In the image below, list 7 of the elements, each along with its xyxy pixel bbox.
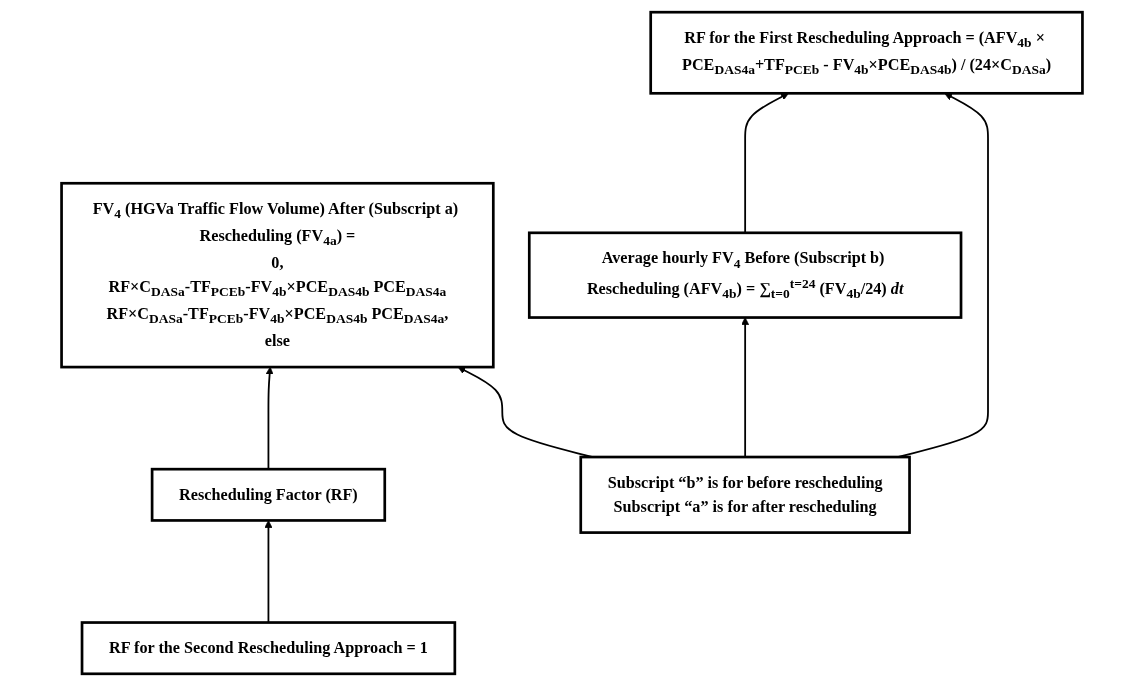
node-box: Rescheduling Factor (RF) bbox=[150, 467, 387, 522]
node-box: FV$_{4}$ (HGVa Traffic Flow Volume) After (Subscript a) Rescheduling (FV$_{4a}$) = 0, RF×C$_{DASa}$-TF$_{PCEb}$-FV$_{4b}$×PCE$_{DAS4b}$ PCE$_{DAS4a}$ RF×C$_{DASa}$-TF$_{PCEb}$-FV$_{4b}$×PCE$_{DAS4b}$ PCE$_{DAS4a}$, else bbox=[60, 181, 495, 369]
node-box: RF for the Second Rescheduling Approach = 1 bbox=[80, 621, 457, 676]
node-box: Average hourly FV$_{4}$ Before (Subscript b) Rescheduling (AFV$_{4b}$) = ∑$_{t=0}$$^{t=24}$ (FV$_{4b}$/24) dt bbox=[527, 231, 963, 319]
node-box: RF for the First Rescheduling Approach = (AFV$_{4b}$ × PCE$_{DAS4a}$+TF$_{PCEb}$ - FV$_{4b}$×PCE$_{DAS4b}$) / (24×C$_{DASa}$) bbox=[649, 10, 1084, 95]
node-box: Subscript “b” is for before rescheduling Subscript “a” is for after rescheduling bbox=[579, 455, 911, 534]
arrow bbox=[741, 317, 750, 458]
